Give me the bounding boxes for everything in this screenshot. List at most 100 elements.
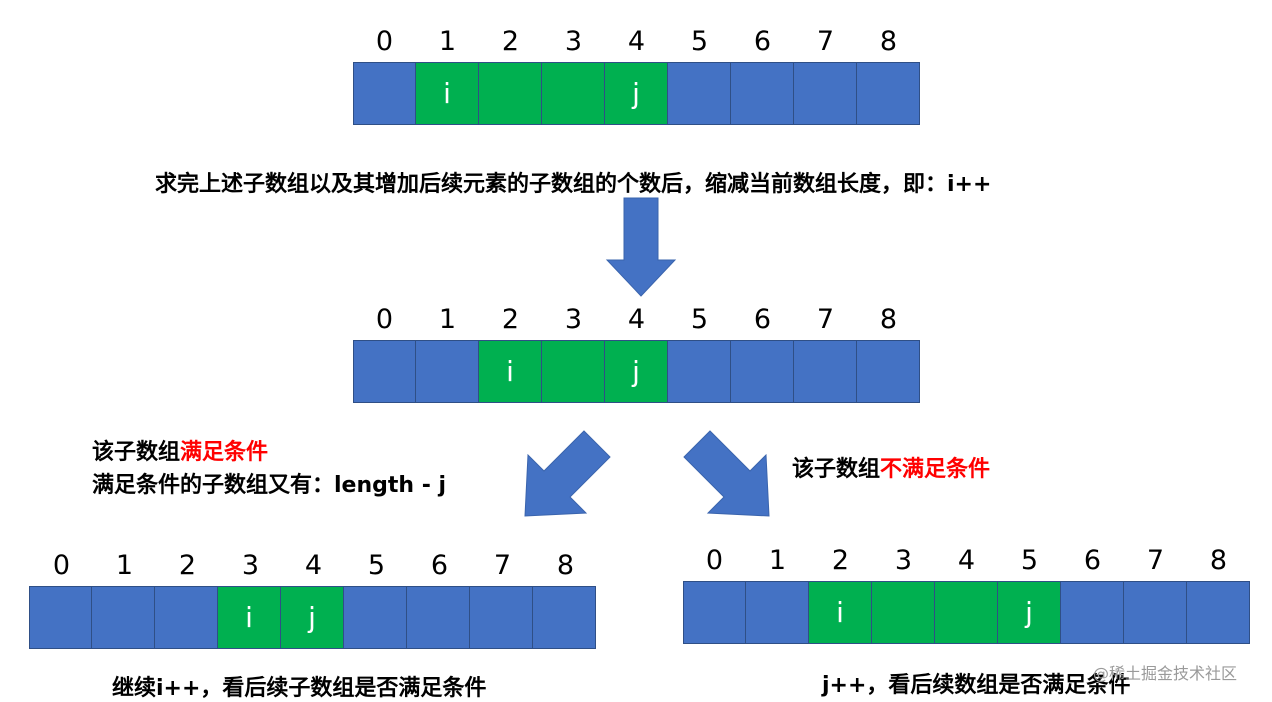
right-branch-prefix: 该子数组 (792, 457, 881, 482)
index-label: 2 (831, 545, 850, 576)
index-label: 6 (753, 26, 772, 57)
index-label: 3 (894, 545, 913, 576)
array-cell: i (809, 581, 872, 644)
index-label: 1 (438, 26, 457, 57)
array-cell (935, 581, 998, 644)
array-cell (1187, 581, 1250, 644)
pointer-label: i (443, 77, 451, 110)
array-cell: j (605, 62, 668, 125)
index-label: 8 (1209, 545, 1228, 576)
array-cell (92, 586, 155, 649)
array-cell (857, 62, 920, 125)
array-cell (731, 340, 794, 403)
down-arrow-icon (605, 197, 677, 297)
pointer-label: j (632, 77, 640, 110)
array-cell (794, 340, 857, 403)
array-cell: j (605, 340, 668, 403)
index-label: 8 (879, 26, 898, 57)
index-label: 3 (564, 26, 583, 57)
index-label: 3 (241, 550, 260, 581)
index-label: 1 (438, 304, 457, 335)
left-branch-line1: 该子数组满足条件 (92, 434, 268, 466)
array-cell (29, 586, 92, 649)
caption-bottom-right: j++，看后续数组是否满足条件 (822, 673, 1131, 698)
array-cell: i (218, 586, 281, 649)
index-label: 4 (304, 550, 323, 581)
index-label: 6 (430, 550, 449, 581)
index-label: 2 (178, 550, 197, 581)
array-cell (470, 586, 533, 649)
index-label: 3 (564, 304, 583, 335)
index-row-middle: 0 1 2 3 4 5 6 7 8 (353, 304, 920, 335)
array-cell (746, 581, 809, 644)
array-cell (731, 62, 794, 125)
array-cell (416, 340, 479, 403)
index-label: 7 (493, 550, 512, 581)
pointer-label: j (1025, 596, 1033, 629)
down-right-arrow-icon (683, 430, 770, 517)
left-branch-prefix: 该子数组 (92, 440, 181, 465)
array-cell (542, 340, 605, 403)
index-label: 6 (753, 304, 772, 335)
index-row-top: 0 1 2 3 4 5 6 7 8 (353, 26, 920, 57)
index-label: 5 (1020, 545, 1039, 576)
array-cell (533, 586, 596, 649)
watermark: @稀土掘金技术社区 (1093, 664, 1238, 683)
index-label: 1 (768, 545, 787, 576)
array-cell: j (281, 586, 344, 649)
index-label: 2 (501, 26, 520, 57)
array-cell (872, 581, 935, 644)
index-label: 0 (52, 550, 71, 581)
index-label: 4 (957, 545, 976, 576)
array-cell (683, 581, 746, 644)
caption-bottom-left: 继续i++，看后续子数组是否满足条件 (112, 676, 487, 701)
index-row-bottom-right: 0 1 2 3 4 5 6 7 8 (683, 545, 1250, 576)
array-cell (353, 340, 416, 403)
array-cell (479, 62, 542, 125)
index-label: 6 (1083, 545, 1102, 576)
left-branch-line2: 满足条件的子数组又有：length - j (92, 473, 447, 498)
index-label: 7 (816, 304, 835, 335)
left-branch-highlight: 满足条件 (180, 440, 269, 465)
array-cell: i (416, 62, 479, 125)
array-cell (344, 586, 407, 649)
array-cell (407, 586, 470, 649)
index-label: 5 (690, 304, 709, 335)
down-left-arrow-icon (524, 430, 611, 517)
index-label: 4 (627, 26, 646, 57)
index-label: 2 (501, 304, 520, 335)
index-label: 0 (375, 304, 394, 335)
array-cell (353, 62, 416, 125)
array-cell (155, 586, 218, 649)
pointer-label: i (836, 596, 844, 629)
array-cell (1061, 581, 1124, 644)
array-cell: i (479, 340, 542, 403)
index-label: 0 (375, 26, 394, 57)
index-label: 7 (1146, 545, 1165, 576)
caption-step1: 求完上述子数组以及其增加后续元素的子数组的个数后，缩减当前数组长度，即：i++ (155, 172, 992, 197)
index-label: 0 (705, 545, 724, 576)
array-cell (857, 340, 920, 403)
pointer-label: i (506, 355, 514, 388)
array-cell (542, 62, 605, 125)
index-label: 5 (690, 26, 709, 57)
array-cell (668, 62, 731, 125)
index-label: 4 (627, 304, 646, 335)
index-label: 8 (879, 304, 898, 335)
right-branch-highlight: 不满足条件 (880, 457, 991, 482)
array-cell (668, 340, 731, 403)
array-cell (794, 62, 857, 125)
array-cell: j (998, 581, 1061, 644)
index-label: 8 (556, 550, 575, 581)
index-label: 1 (115, 550, 134, 581)
pointer-label: j (632, 355, 640, 388)
right-branch-line: 该子数组不满足条件 (792, 451, 990, 483)
pointer-label: j (308, 601, 316, 634)
pointer-label: i (245, 601, 253, 634)
index-label: 7 (816, 26, 835, 57)
